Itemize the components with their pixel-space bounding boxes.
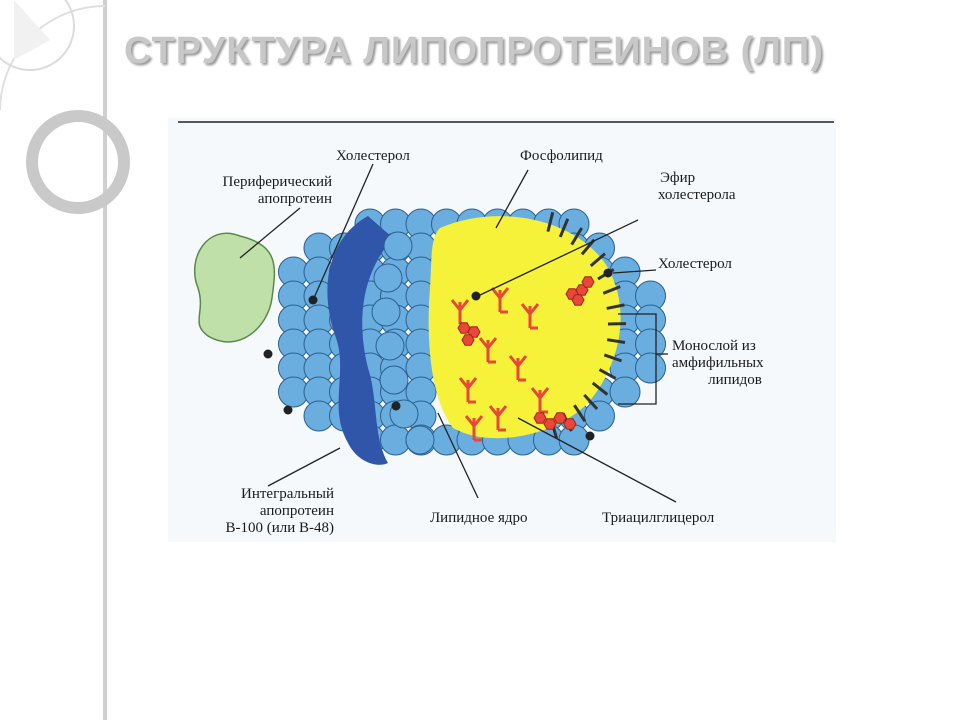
triacylglycerol-shape	[464, 415, 484, 442]
cholesterol-ester-ring	[571, 294, 585, 306]
phospholipid-head	[609, 376, 641, 408]
phospholipid-head	[379, 365, 409, 395]
triacylglycerol-shape	[488, 405, 508, 432]
cholesterol-ester-ring	[553, 412, 567, 424]
cholesterol-ester-ring	[461, 334, 475, 346]
triacylglycerol-molecule	[520, 303, 540, 330]
label-lipid-core: Липидное ядро	[430, 510, 528, 526]
triacylglycerol-molecule	[450, 299, 470, 326]
triacylglycerol-molecule	[530, 387, 550, 414]
slide-title: СТРУКТУРА ЛИПОПРОТЕИНОВ (ЛП)	[124, 30, 824, 72]
cholesterol-ester-molecule	[533, 412, 577, 430]
phospholipid-tail	[573, 404, 587, 423]
phospholipid-head	[584, 400, 615, 432]
phospholipid-tail	[606, 338, 626, 344]
label-peripheral-line2: апопротеин	[257, 191, 332, 207]
phospholipid-head	[405, 425, 435, 455]
lipoprotein-diagram: Холестерол Фосфолипид Периферический апо…	[168, 118, 836, 542]
cholesterol-ester-molecule	[565, 276, 595, 306]
vertical-divider-line	[103, 0, 107, 720]
inner-phospholipid-heads	[371, 231, 435, 455]
label-cholesterol-top: Холестерол	[336, 148, 410, 164]
phospholipid-tail	[558, 218, 570, 238]
triacylglycerol-molecule	[490, 287, 510, 314]
cholesterol-ester-ring	[543, 418, 557, 430]
phospholipid-tail	[606, 303, 625, 310]
leader-ester	[477, 219, 639, 297]
phospholipid-tail	[546, 211, 555, 232]
triacylglycerol-shape	[508, 355, 528, 382]
cholesterol-dot	[308, 295, 318, 305]
cholesterol-dot	[585, 431, 595, 441]
label-monolayer-line1: Монослой из	[672, 338, 756, 354]
phospholipid-tail	[583, 393, 599, 410]
triacylglycerol-shape	[478, 337, 498, 364]
leader-lipid-core	[437, 412, 479, 499]
cholesterol-dot	[391, 401, 401, 411]
label-integral-line3: В-100 (или В-48)	[225, 520, 334, 536]
triacylglycerol-molecule	[464, 415, 484, 442]
peripheral-apoprotein	[193, 232, 276, 343]
phospholipid-tail	[591, 381, 609, 396]
leader-triacylglycerol	[517, 417, 677, 503]
cholesterol-dot	[283, 405, 293, 415]
leader-lines	[239, 163, 677, 503]
phospholipid-tail	[598, 368, 617, 380]
integral-apoprotein	[327, 216, 393, 465]
triacylglycerol-shape	[458, 377, 478, 404]
triacylglycerol-molecule	[488, 405, 508, 432]
cholesterol-ester-molecules	[457, 276, 595, 430]
lipid-core	[428, 216, 621, 439]
phospholipid-head	[635, 352, 666, 384]
triacylglycerol-molecules	[450, 287, 550, 442]
cholesterol-ester-ring	[581, 276, 595, 288]
triacylglycerol-shape	[450, 299, 470, 326]
label-triacylglycerol: Триацилглицерол	[602, 510, 715, 526]
cholesterol-dot	[603, 268, 613, 278]
label-peripheral-line1: Периферический	[222, 174, 333, 190]
corner-decoration	[14, 0, 50, 60]
leader-phospholipid	[495, 169, 529, 229]
phospholipid-head	[383, 231, 413, 261]
phospholipid-tail	[603, 353, 623, 363]
triacylglycerol-shape	[490, 287, 510, 314]
triacylglycerol-molecule	[508, 355, 528, 382]
label-ester-line1: Эфир	[660, 170, 696, 186]
label-phospholipid: Фосфолипид	[520, 148, 603, 164]
lipoprotein-illustration	[178, 121, 834, 503]
triacylglycerol-molecule	[458, 377, 478, 404]
leader-cholesterol-right	[612, 269, 657, 274]
label-integral-line1: Интегральный	[241, 486, 334, 502]
leader-cholesterol-top	[313, 163, 374, 299]
circle-decoration	[0, 0, 75, 71]
ring-decoration	[26, 110, 130, 214]
cholesterol-ester-ring	[533, 412, 547, 424]
leader-integral	[267, 447, 341, 487]
phospholipid-head	[375, 331, 405, 361]
cholesterol-molecules	[263, 268, 613, 441]
phospholipid-tail	[589, 252, 606, 268]
phospholipid-head	[371, 297, 401, 327]
leader-peripheral	[239, 207, 301, 259]
label-monolayer-line3: липидов	[708, 372, 762, 388]
label-ester-line2: холестерола	[658, 187, 736, 203]
bracket-monolayer	[618, 313, 657, 405]
phospholipid-tail	[570, 227, 583, 246]
slide-decoration	[0, 0, 130, 720]
triacylglycerol-shape	[520, 303, 540, 330]
cholesterol-ester-ring	[457, 322, 471, 334]
label-integral-line2: апопротеин	[259, 503, 334, 519]
triacylglycerol-shape	[530, 387, 550, 414]
cholesterol-dot	[471, 291, 481, 301]
label-cholesterol-right: Холестерол	[658, 256, 732, 272]
phospholipid-head	[558, 424, 590, 456]
triacylglycerol-molecule	[478, 337, 498, 364]
cholesterol-dot	[263, 349, 273, 359]
cholesterol-ester-ring	[563, 418, 577, 430]
label-monolayer-line2: амфифильных	[672, 355, 764, 371]
cholesterol-ester-molecule	[457, 322, 481, 346]
phospholipid-tail	[602, 285, 621, 295]
phospholipid-head	[373, 263, 403, 293]
